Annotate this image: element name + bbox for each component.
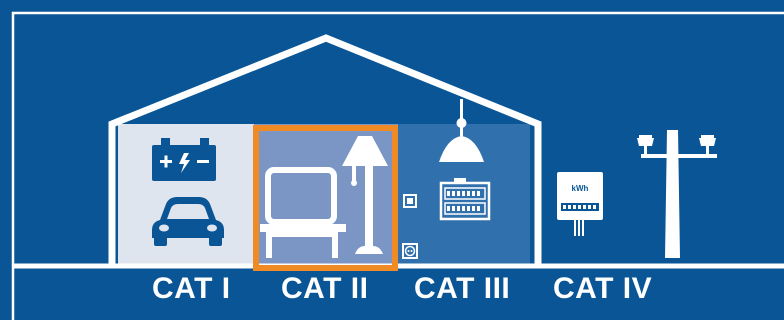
- cat-i-label: CAT I: [152, 272, 231, 306]
- meter-unit-label: kWh: [572, 184, 589, 193]
- distribution-panel-icon: [441, 178, 489, 219]
- cat-ii-label: CAT II: [281, 272, 368, 306]
- utility-pole-icon: [637, 130, 717, 258]
- cat-iv-label: CAT IV: [553, 272, 652, 306]
- cat-iii-label: CAT III: [414, 272, 510, 306]
- electricity-meter-icon: kWh: [557, 172, 603, 236]
